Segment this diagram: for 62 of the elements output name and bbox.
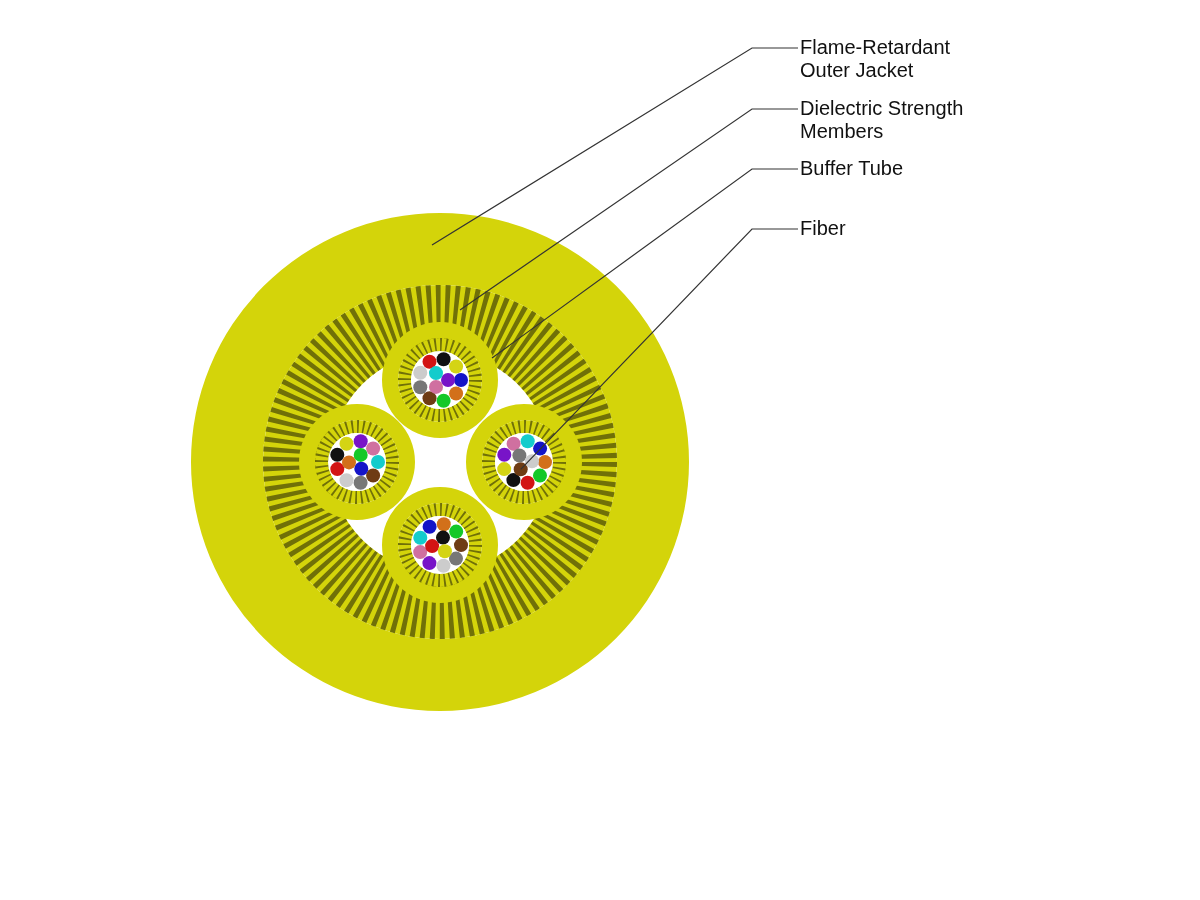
buffer-tube (299, 404, 415, 520)
leader-line (459, 108, 799, 311)
fiber (422, 556, 437, 571)
fiber (422, 519, 437, 534)
fiber (342, 455, 356, 470)
fiber (422, 354, 437, 369)
part-label: Fiber (800, 217, 1000, 240)
fiber (449, 524, 464, 539)
fiber (436, 558, 451, 573)
fiber (429, 379, 443, 394)
leader-line (431, 47, 799, 246)
fiber (425, 539, 440, 554)
fiber (429, 366, 443, 381)
fiber (353, 434, 368, 449)
fiber (413, 530, 428, 545)
fiber (454, 373, 468, 387)
fiber (441, 373, 455, 387)
fiber (330, 462, 345, 477)
fiber (437, 544, 452, 559)
buffer-tube (382, 322, 498, 438)
strength-member-drawing (263, 285, 617, 639)
part-label: Dielectric Strength Members (800, 97, 1000, 143)
leader-line (520, 228, 799, 470)
fiber (339, 436, 354, 451)
fiber (413, 545, 428, 560)
fiber (436, 530, 450, 545)
fiber (353, 447, 368, 462)
outer-jacket (191, 213, 689, 711)
fiber (525, 454, 539, 469)
fiber (422, 391, 437, 406)
fiber (413, 380, 428, 395)
fiber (449, 359, 464, 374)
fiber (413, 365, 428, 380)
fiber (436, 352, 451, 367)
part-label: Flame-Retardant Outer Jacket (800, 36, 1000, 82)
leader-line (491, 168, 799, 359)
fiber (436, 393, 451, 408)
fiber (533, 468, 547, 483)
fiber (353, 475, 368, 490)
fiber (366, 468, 381, 483)
part-label: Buffer Tube (800, 157, 1000, 180)
fiber (512, 448, 527, 463)
buffer-tube (466, 404, 582, 520)
fiber (506, 436, 521, 451)
fiber (497, 462, 512, 477)
buffer-tube (382, 487, 498, 603)
fiber (330, 447, 345, 462)
fiber (520, 434, 535, 449)
fiber (506, 473, 521, 488)
fiber (513, 462, 528, 477)
fiber (520, 475, 535, 490)
fiber (497, 447, 512, 462)
fiber (339, 473, 354, 488)
fiber (533, 441, 548, 456)
fiber (354, 461, 369, 476)
fiber (538, 455, 552, 470)
fiber (454, 538, 468, 553)
fiber (449, 551, 463, 566)
fiber (436, 517, 451, 532)
fiber (366, 441, 381, 456)
fiber (449, 386, 464, 401)
fiber (371, 455, 385, 469)
